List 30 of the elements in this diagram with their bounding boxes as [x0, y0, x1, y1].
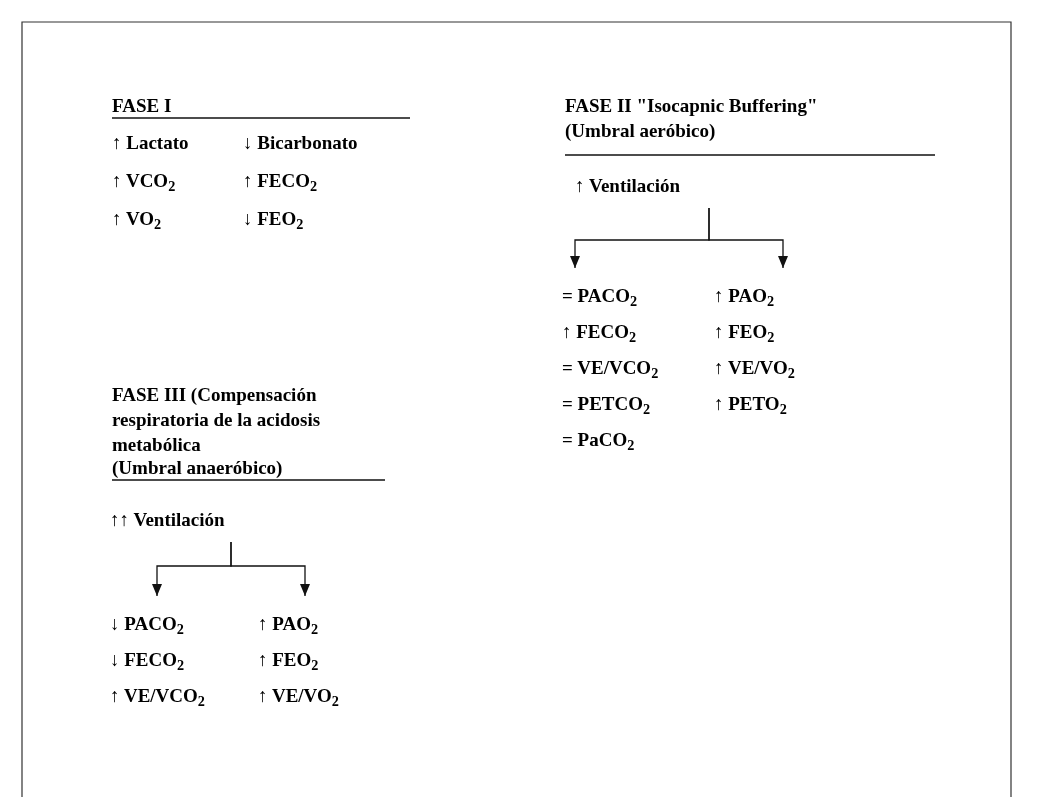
ventilation-text: ↑ Ventilación	[575, 174, 681, 198]
variable-item: ↑ FECO$_{2}$	[562, 320, 637, 347]
heading-text: FASE III (Compensación respiratoria de la acidosis metabólica	[112, 383, 322, 457]
heading-text: ↓ FEO$_{2}$	[243, 207, 304, 231]
variable-item: = PACO$_{2}$	[562, 284, 638, 311]
heading-text: ↑ Lactato	[112, 131, 189, 155]
heading-text: ↓ Bicarbonato	[243, 131, 358, 155]
variable-item: = PaCO$_{2}$	[562, 428, 635, 455]
heading-text: FASE II "Isocapnic Buffering"	[565, 94, 818, 118]
variable-item: ↑ VE/VO$_{2}$	[258, 684, 339, 711]
variable-item: = VE/VCO$_{2}$	[562, 356, 659, 383]
heading-text: ↑ FECO$_{2}$	[243, 169, 318, 193]
variable-item: ↑ PAO$_{2}$	[258, 612, 319, 639]
heading-text: (Umbral anaeróbico)	[112, 456, 283, 480]
ventilation-text: ↑↑ Ventilación	[110, 508, 225, 532]
variable-item: ↑ FEO$_{2}$	[714, 320, 775, 347]
heading-text: FASE I	[112, 94, 172, 118]
variable-item: ↑ PAO$_{2}$	[714, 284, 775, 311]
variable-item: ↑ PETO$_{2}$	[714, 392, 787, 419]
variable-item: ↑ FEO$_{2}$	[258, 648, 319, 675]
variable-item: = PETCO$_{2}$	[562, 392, 651, 419]
heading-text: (Umbral aeróbico)	[565, 119, 716, 143]
variable-item: ↑ VE/VO$_{2}$	[714, 356, 795, 383]
heading-text: ↑ VCO$_{2}$	[112, 169, 176, 193]
heading-text: ↑ VO$_{2}$	[112, 207, 162, 231]
variable-item: ↓ PACO$_{2}$	[110, 612, 184, 639]
variable-item: ↓ FECO$_{2}$	[110, 648, 185, 675]
branch-arrow	[708, 207, 788, 269]
branch-arrow	[230, 541, 310, 597]
variable-item: ↑ VE/VCO$_{2}$	[110, 684, 205, 711]
